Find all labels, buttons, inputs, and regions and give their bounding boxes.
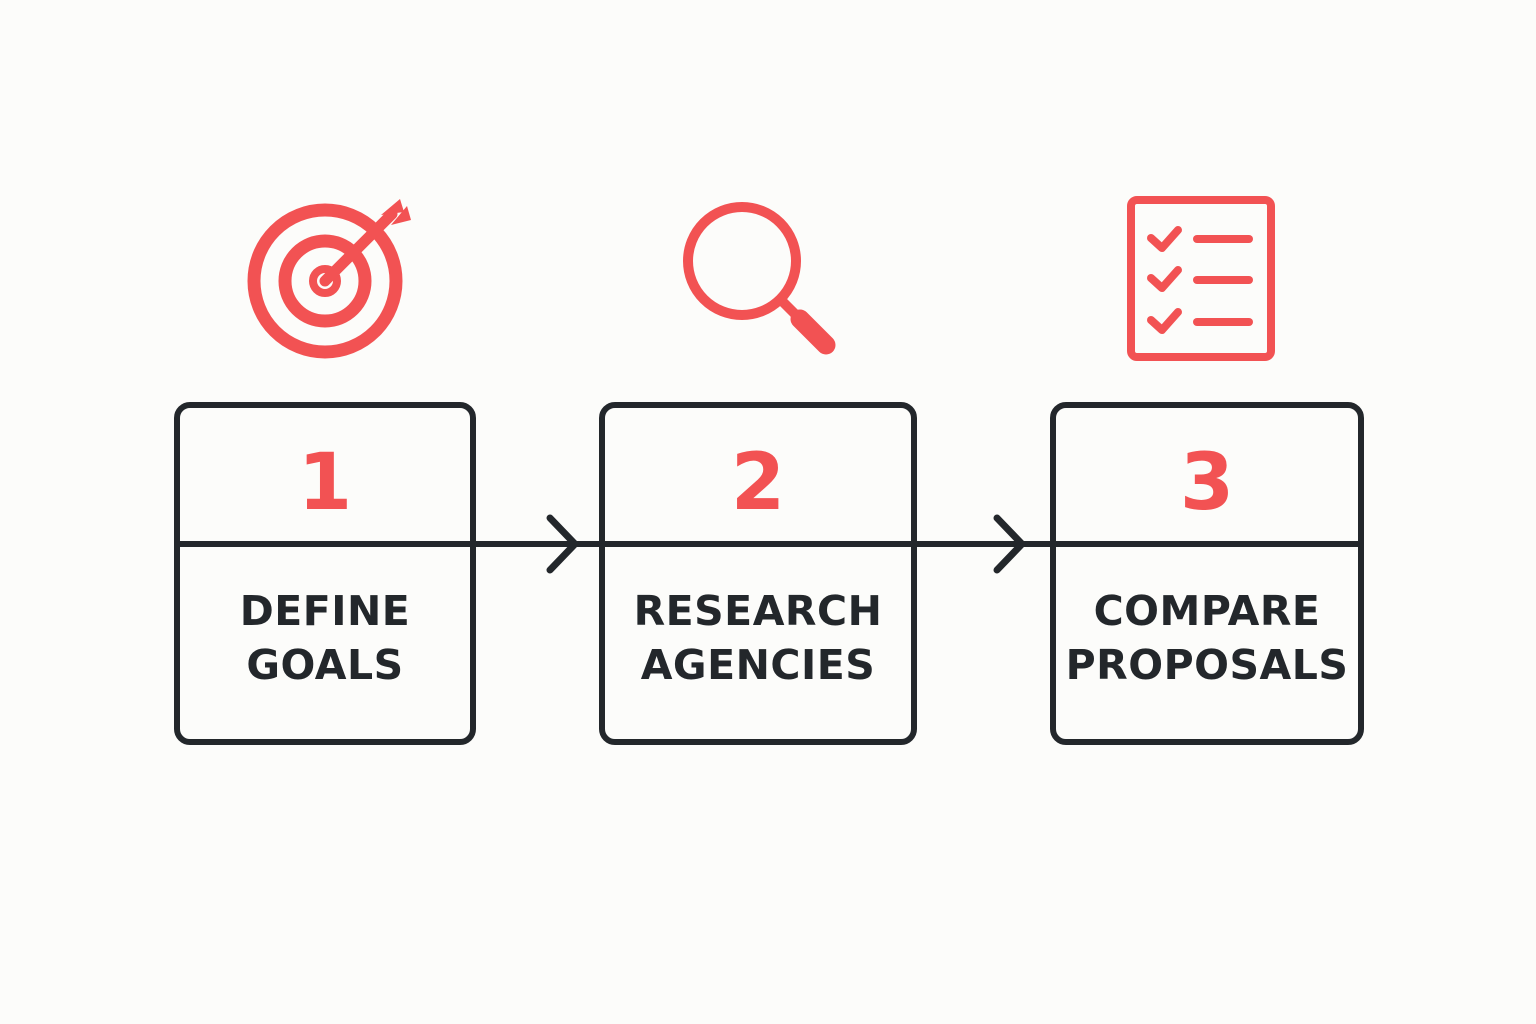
arrow-right-icon (993, 514, 1026, 574)
step-number: 2 (730, 438, 786, 528)
step-label-line: RESEARCH (633, 586, 883, 635)
magnifier-icon (683, 202, 836, 355)
step-label: RESEARCH AGENCIES (605, 552, 911, 739)
step-label: DEFINE GOALS (180, 552, 470, 739)
step-label: COMPARE PROPOSALS (1056, 552, 1358, 739)
step-label-line: DEFINE (239, 586, 411, 635)
arrow-right-icon (546, 514, 579, 574)
step-card-research-agencies: 2 RESEARCH AGENCIES (599, 402, 917, 745)
step-label-line: COMPARE (1093, 586, 1321, 635)
step-card-compare-proposals: 3 COMPARE PROPOSALS (1050, 402, 1364, 745)
step-label-line: PROPOSALS (1065, 640, 1349, 689)
step-number: 1 (297, 438, 353, 528)
step-number: 3 (1179, 438, 1235, 528)
step-number-cell: 3 (1056, 408, 1358, 546)
step-card-define-goals: 1 DEFINE GOALS (174, 402, 476, 745)
step-number-cell: 2 (605, 408, 911, 546)
checklist-icon (1127, 196, 1275, 361)
step-label-line: AGENCIES (640, 640, 876, 689)
step-label-line: GOALS (246, 640, 404, 689)
target-icon (247, 199, 411, 359)
step-number-cell: 1 (180, 408, 470, 546)
